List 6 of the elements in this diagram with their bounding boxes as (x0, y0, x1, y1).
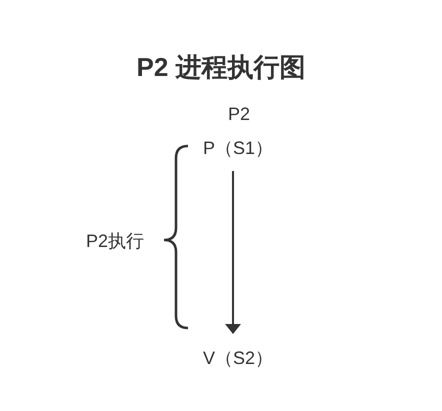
text-label: P2 (228, 103, 250, 126)
arrow (225, 171, 241, 334)
node-text: V（S2） (203, 345, 274, 372)
title: P2 进程执行图 (135, 51, 307, 84)
text-label: P2执行 (86, 230, 144, 253)
node-text: P（S1） (203, 135, 274, 162)
